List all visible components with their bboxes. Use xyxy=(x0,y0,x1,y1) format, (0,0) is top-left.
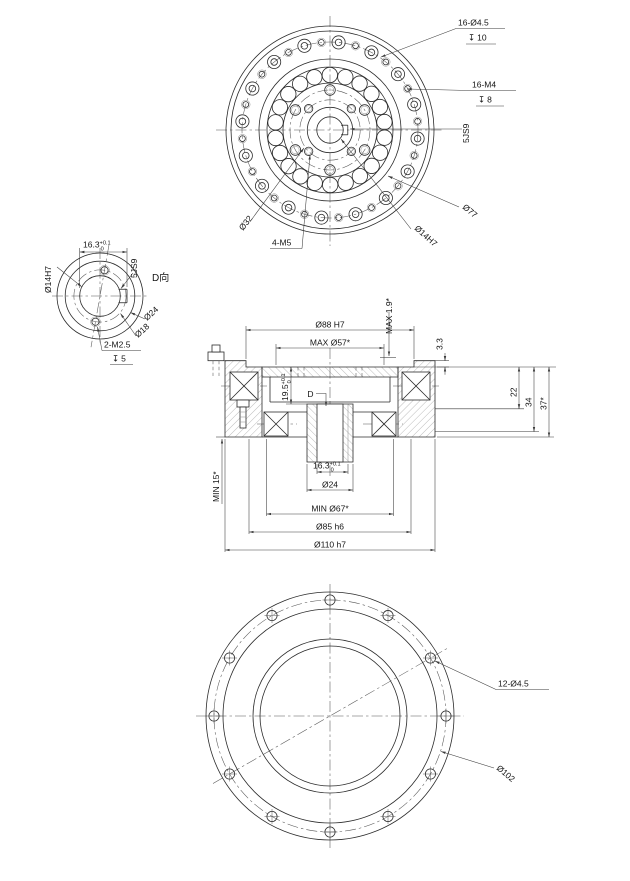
label-d14h7-detail: Ø14H7 xyxy=(43,266,53,293)
top-view xyxy=(216,16,444,246)
dim-min-d67: MIN Ø67* xyxy=(311,504,349,514)
dim-34: 34 xyxy=(524,397,534,407)
leader-16-d45 xyxy=(380,28,505,58)
crossroller-bearing-left xyxy=(229,371,259,401)
center-bore xyxy=(316,116,344,144)
bottom-view: 12-Ø4.5 Ø102 xyxy=(196,584,549,848)
m5-tapped-holes xyxy=(304,104,356,156)
detail-bore xyxy=(79,275,121,317)
depth-icon: ↧ xyxy=(468,33,475,43)
label-16-d45: 16-Ø4.5 xyxy=(458,18,489,28)
leader-16-m4 xyxy=(406,87,516,91)
hub-bore xyxy=(316,403,344,463)
dim-d88-h7: Ø88 H7 xyxy=(315,320,345,330)
depth-icon: ↧ xyxy=(112,354,119,364)
label-d102: Ø102 xyxy=(495,763,518,784)
label-d32: Ø32 xyxy=(237,213,255,232)
label-4-m5: 4-M5 xyxy=(272,238,292,248)
output-flange-section xyxy=(261,366,399,378)
label-d24-detail: Ø24 xyxy=(142,304,161,322)
dim-37: 37* xyxy=(539,397,549,410)
m4-tapped-holes xyxy=(237,37,423,223)
dim-22: 22 xyxy=(509,387,519,397)
label-5js9-detail: 5JS9 xyxy=(129,258,139,278)
detail-keyway-slot xyxy=(118,288,128,304)
title-d-view: D向 xyxy=(152,271,169,284)
label-d18-detail: Ø18 xyxy=(133,321,152,339)
screw-left xyxy=(236,399,250,429)
m5-bolt-circle xyxy=(299,99,361,161)
label-depth-8: ↧8 xyxy=(478,95,492,105)
dim-3-3: 3.3 xyxy=(435,338,445,350)
dim-max-1-9: MAX 1.9* xyxy=(384,297,394,334)
dim-d24-section: Ø24 xyxy=(322,480,338,490)
label-5js9-top: 5JS9 xyxy=(461,123,471,143)
section-dimensions: Ø88 H7 MAX Ø57* MAX 1.9* 3.3 19.5+0.10 D… xyxy=(211,297,556,552)
dim-d110-h7: Ø110 h7 xyxy=(314,540,346,550)
leader-4-m5 xyxy=(301,154,311,249)
counterbored-holes xyxy=(235,35,425,225)
keyway-slot xyxy=(341,124,349,136)
wave-bearing-right xyxy=(371,411,397,437)
bottom-holes xyxy=(206,592,454,840)
dim-min-15: MIN 15* xyxy=(211,471,221,502)
section-view xyxy=(207,344,439,478)
grease-fitting xyxy=(207,344,225,376)
label-16-m4: 16-M4 xyxy=(472,80,496,90)
top-bolt-circle xyxy=(241,41,419,219)
leader-d77 xyxy=(387,175,460,208)
crossroller-bearing-right xyxy=(401,371,431,401)
m25-holes xyxy=(90,265,110,327)
bearing-balls xyxy=(267,66,393,194)
wave-bearing-left xyxy=(263,411,289,437)
top-view-labels: 16-Ø4.5 ↧10 16-M4 ↧8 5JS9 Ø77 Ø14H7 4-M5… xyxy=(237,18,516,249)
detail-bolt-circle xyxy=(73,269,127,323)
label-2-m25: 2-M2.5 xyxy=(104,340,131,350)
dim-d85-h6: Ø85 h6 xyxy=(316,522,344,532)
label-depth-5: ↧5 xyxy=(112,354,126,364)
dim-19-5: 19.5+0.10 xyxy=(280,373,293,401)
label-depth-10: ↧10 xyxy=(468,33,487,43)
label-12-d45: 12-Ø4.5 xyxy=(498,679,529,689)
label-view-d: D xyxy=(307,389,313,399)
leader-d14h7 xyxy=(340,138,412,230)
leader-d32 xyxy=(251,147,305,220)
dim-max-d57: MAX Ø57* xyxy=(310,338,351,348)
depth-icon: ↧ xyxy=(478,95,485,105)
label-d77: Ø77 xyxy=(461,202,480,220)
label-d14h7-top: Ø14H7 xyxy=(413,223,440,249)
